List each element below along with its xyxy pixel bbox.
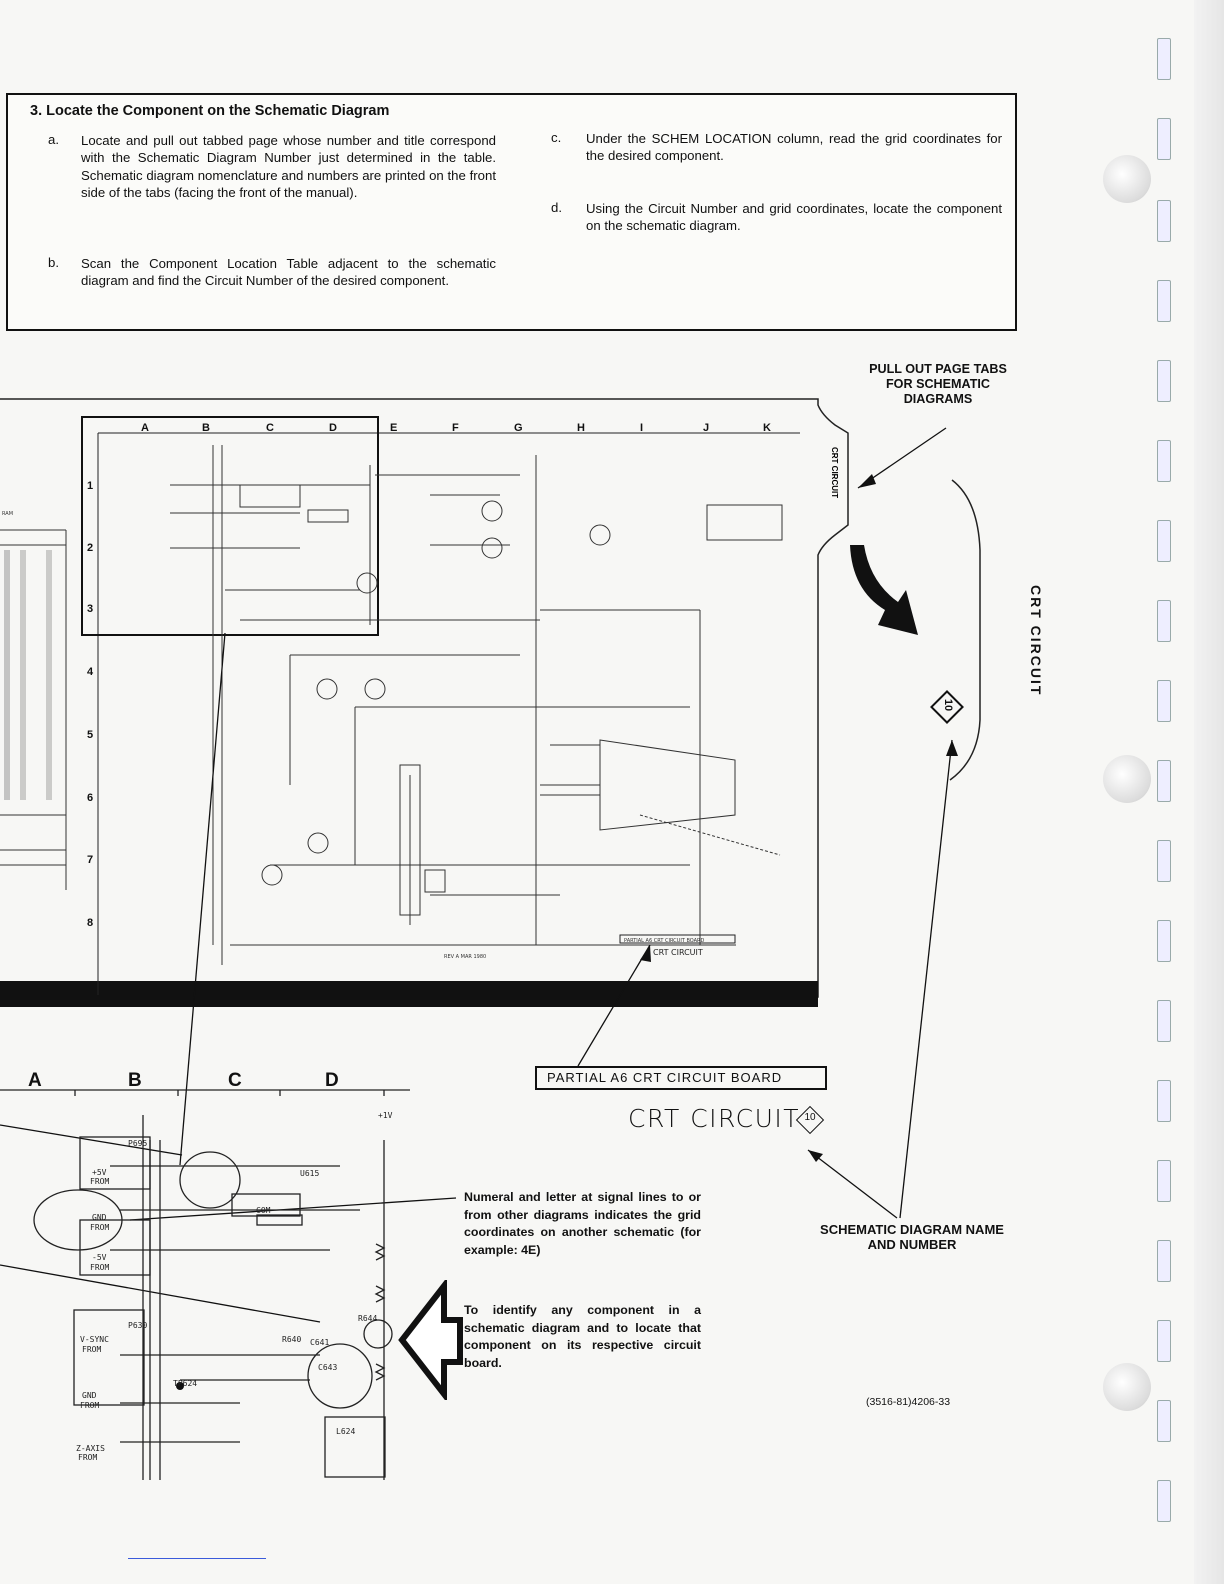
svg-text:C641: C641 [310,1338,329,1347]
row-label: 4 [87,666,94,678]
svg-text:-5V: -5V [92,1253,107,1262]
edge-tab[interactable] [1157,38,1171,80]
punch-hole [1103,155,1151,203]
step-c-text: Under the SCHEM LOCATION column, read th… [586,131,1002,164]
col-label: G [514,422,523,434]
edge-tab[interactable] [1157,118,1171,160]
edge-tab[interactable] [1157,760,1171,802]
col-label: K [763,422,771,434]
edge-tab[interactable] [1157,1000,1171,1042]
row-label: 3 [87,603,93,615]
enlarged-board-label: PARTIAL A6 CRT CIRCUIT BOARD [535,1066,827,1090]
step-b-letter: b. [48,255,59,270]
curved-arrow-icon [850,545,918,635]
col-label: F [452,422,459,434]
schematic-name-small: CRT CIRCUIT [653,948,703,957]
enlarged-col-label: D [325,1070,339,1091]
rev-label: REV A MAR 1980 [444,954,486,960]
enlarged-schematic: +5V FROM GND FROM -5V FROM V-SYNC FROM G… [0,1089,410,1480]
enlarged-col-label: B [128,1070,142,1091]
svg-text:R644: R644 [358,1314,377,1323]
edge-tab[interactable] [1157,1240,1171,1282]
edge-tab[interactable] [1157,600,1171,642]
svg-text:L624: L624 [336,1427,355,1436]
enlarged-col-label: C [228,1070,242,1091]
edge-tab[interactable] [1157,440,1171,482]
left-table-title: RAM [2,511,13,517]
edge-tab[interactable] [1157,1080,1171,1122]
pull-out-tabs-callout: PULL OUT PAGE TABS FOR SCHEMATIC DIAGRAM… [869,362,1007,406]
col-label: D [329,422,337,434]
edge-tab[interactable] [1157,200,1171,242]
svg-text:U615: U615 [300,1169,319,1178]
col-label: H [577,422,585,434]
row-label: 7 [87,854,93,866]
schematic-name-callout: SCHEMATIC DIAGRAM NAME AND NUMBER [820,1222,1004,1252]
numeral-letter-note: Numeral and letter at signal lines to or… [464,1190,701,1257]
svg-text:FROM: FROM [90,1223,109,1232]
svg-text:C643: C643 [318,1363,337,1372]
row-label: 1 [87,480,93,492]
svg-text:FROM: FROM [82,1345,101,1354]
edge-tab[interactable] [1157,680,1171,722]
edge-tab[interactable] [1157,1320,1171,1362]
schematic-page-small: A B C D E F G H I J K 1 2 3 4 5 6 7 8 CR… [0,398,849,1007]
row-label: 5 [87,729,93,741]
svg-text:FROM: FROM [78,1453,97,1462]
svg-text:GND: GND [92,1213,107,1222]
col-label: C [266,422,274,434]
edge-tab[interactable] [1157,1400,1171,1442]
svg-text:+1V: +1V [378,1111,393,1120]
edge-tab[interactable] [1157,360,1171,402]
enlarged-col-label: A [28,1070,42,1091]
step-a-text: Locate and pull out tabbed page whose nu… [81,133,496,201]
svg-text:GND: GND [82,1391,97,1400]
col-label: A [141,422,149,434]
step-b-text: Scan the Component Location Table adjace… [81,256,496,289]
step-d-text: Using the Circuit Number and grid coordi… [586,201,1002,234]
svg-text:P630: P630 [128,1321,147,1330]
edge-tab[interactable] [1157,280,1171,322]
tab-label-small: CRT CIRCUIT [830,447,839,498]
step-c-letter: c. [551,130,562,145]
edge-tab[interactable] [1157,840,1171,882]
enlarged-schematic-number: 10 [804,1112,816,1123]
identify-component-note: To identify any component in a schematic… [464,1303,701,1370]
instruction-box: 3. Locate the Component on the Schematic… [6,93,1017,331]
row-label: 6 [87,792,93,804]
left-arrow-icon [398,1280,463,1400]
bottom-rule [128,1558,266,1559]
col-label: B [202,422,210,434]
col-label: J [703,422,709,434]
svg-text:P695: P695 [128,1139,147,1148]
svg-text:V-SYNC: V-SYNC [80,1335,109,1344]
svg-text:FROM: FROM [90,1177,109,1186]
svg-text:R640: R640 [282,1335,301,1344]
step-d-letter: d. [551,200,562,215]
svg-text:FROM: FROM [80,1401,99,1410]
instruction-title: 3. Locate the Component on the Schematic… [30,103,390,119]
row-label: 2 [87,542,93,554]
svg-text:+5V: +5V [92,1168,107,1177]
svg-text:COM: COM [256,1206,271,1215]
punch-hole [1103,755,1151,803]
enlarged-schematic-name: CRT CIRCUIT [628,1104,801,1133]
tab-shape [949,479,981,781]
edge-tab[interactable] [1157,1480,1171,1522]
page-edge [1194,0,1224,1584]
col-label: E [390,422,397,434]
edge-tab[interactable] [1157,920,1171,962]
board-label-small: PARTIAL A6 CRT CIRCUIT BOARD [624,938,705,944]
svg-text:FROM: FROM [90,1263,109,1272]
edge-tab[interactable] [1157,1160,1171,1202]
row-label: 8 [87,917,93,929]
svg-text:TP624: TP624 [173,1379,197,1388]
figure-number: (3516-81)4206-33 [866,1396,951,1408]
svg-text:Z-AXIS: Z-AXIS [76,1444,105,1453]
step-a-letter: a. [48,132,59,147]
edge-tab[interactable] [1157,520,1171,562]
punch-hole [1103,1363,1151,1411]
col-label: I [640,422,643,434]
